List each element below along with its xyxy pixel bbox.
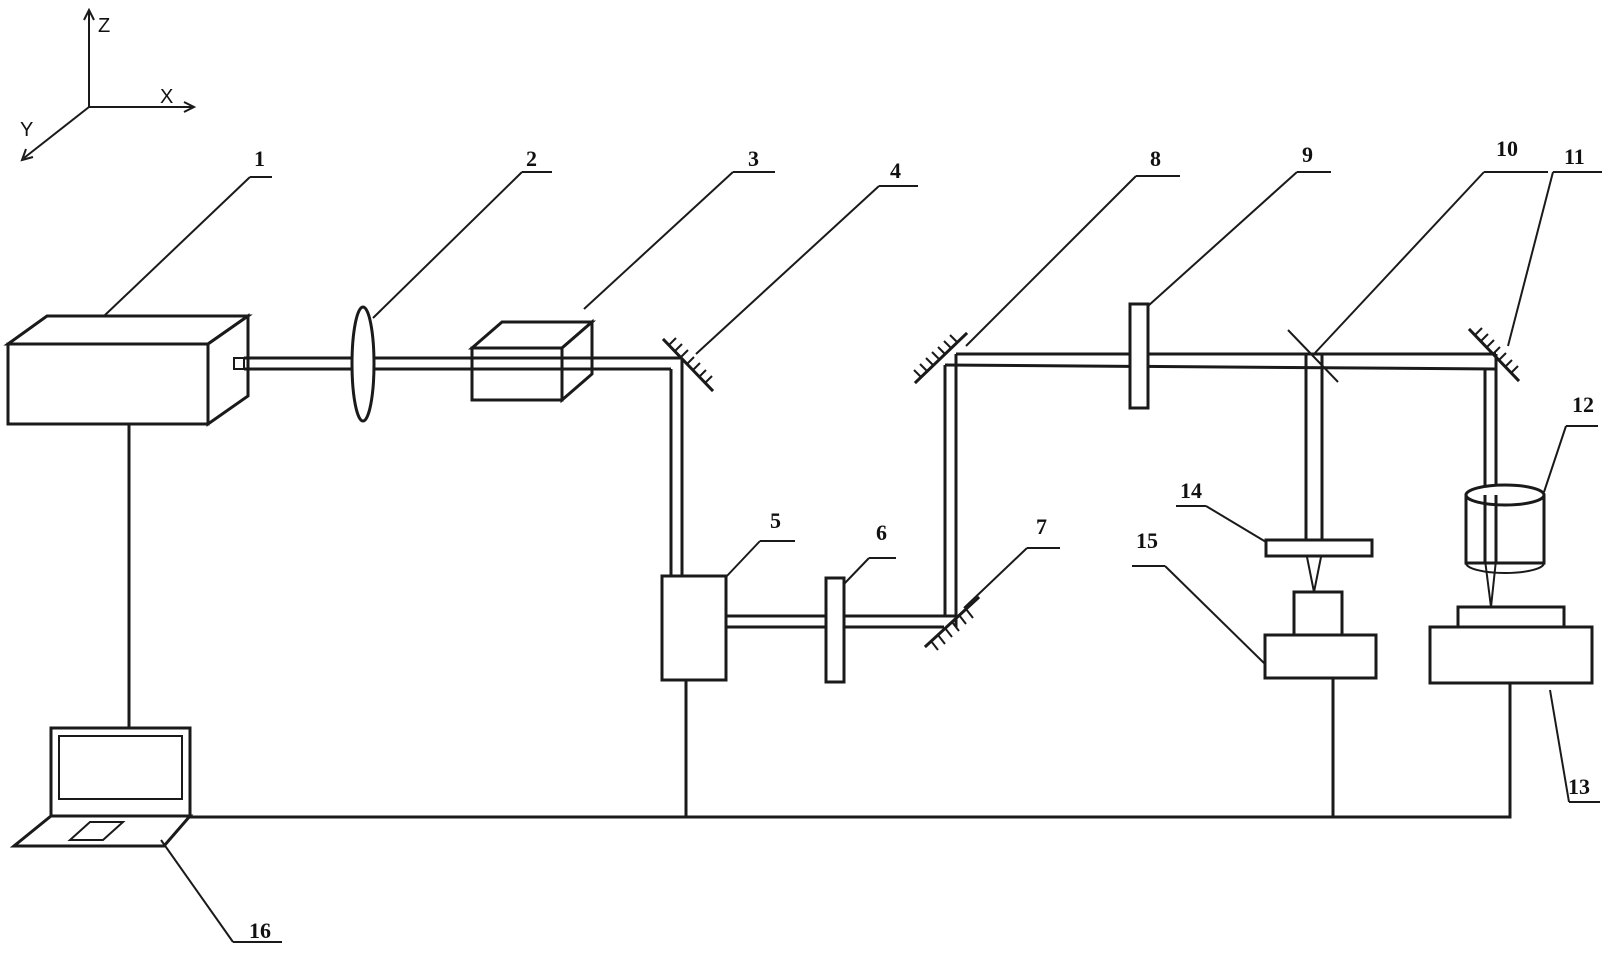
label-3: 3 <box>748 146 759 171</box>
beam-down-to-15 <box>1304 354 1324 593</box>
axis-y-label: Y <box>20 119 33 141</box>
mirror-7 <box>923 595 981 651</box>
label-9: 9 <box>1302 142 1313 167</box>
reference-numerals: 1 2 3 4 5 6 7 8 9 10 11 12 13 14 15 16 <box>249 136 1594 943</box>
plate-6 <box>824 576 846 684</box>
beam-splitter-10 <box>1287 329 1339 383</box>
label-6: 6 <box>876 520 887 545</box>
beam-down-to-5 <box>669 358 684 576</box>
component-5-box <box>660 574 728 682</box>
beam-up-to-8 <box>943 354 958 627</box>
axis-z-label: Z <box>98 15 110 37</box>
label-1: 1 <box>254 146 265 171</box>
label-16: 16 <box>249 918 271 943</box>
lens <box>350 305 376 423</box>
label-8: 8 <box>1150 146 1161 171</box>
label-12: 12 <box>1572 392 1594 417</box>
stage-15 <box>1263 590 1378 680</box>
mirror-4 <box>661 337 715 393</box>
label-7: 7 <box>1036 514 1047 539</box>
label-5: 5 <box>770 508 781 533</box>
stage-13 <box>1428 605 1594 685</box>
laser-source <box>3 313 253 427</box>
label-11: 11 <box>1564 144 1585 169</box>
label-13: 13 <box>1568 774 1590 799</box>
plate-9 <box>1128 302 1150 410</box>
objective-12 <box>1464 483 1546 574</box>
mirror-11 <box>1467 327 1521 383</box>
label-2: 2 <box>526 146 537 171</box>
control-wiring <box>127 422 1512 819</box>
axis-x-label: X <box>160 86 173 108</box>
leader-lines <box>103 171 1602 943</box>
label-10: 10 <box>1496 136 1518 161</box>
coordinate-axes: Z X Y <box>20 7 197 162</box>
beam-down-to-12 <box>1483 354 1498 608</box>
mirror-8 <box>913 331 969 385</box>
beam-upper-horizontal <box>944 352 1497 371</box>
laptop-computer <box>9 726 194 848</box>
plate-14 <box>1264 538 1374 558</box>
label-14: 14 <box>1180 478 1202 503</box>
beam-main-horizontal <box>244 356 682 371</box>
label-4: 4 <box>890 158 901 183</box>
beam-expander-box <box>467 318 597 404</box>
label-15: 15 <box>1136 528 1158 553</box>
